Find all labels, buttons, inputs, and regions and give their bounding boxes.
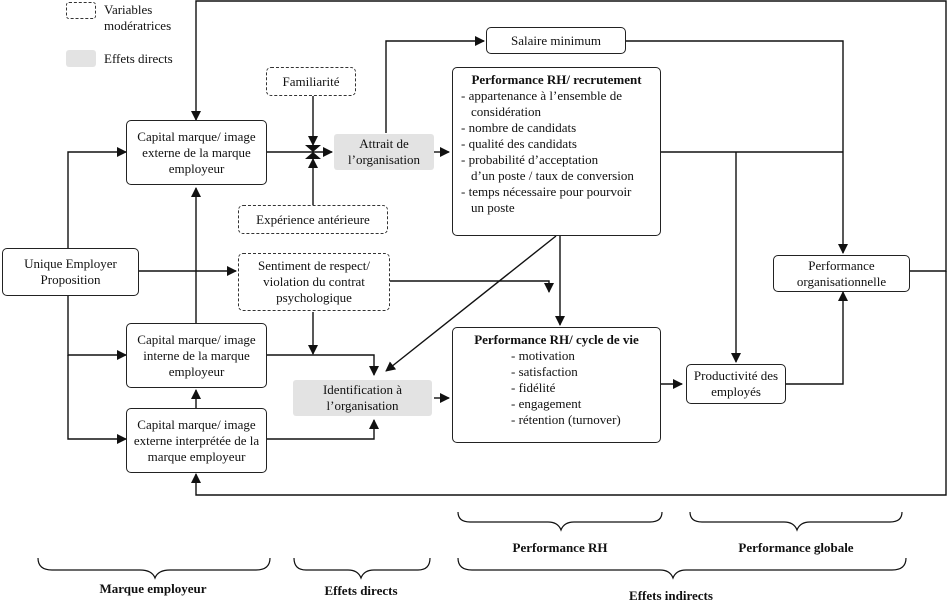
feedback-loop-bottom-arrow [191, 271, 947, 496]
cycle-item: - engagement [511, 396, 582, 411]
cycle-item: - fidélité [511, 380, 556, 395]
node-sentiment: Sentiment de respect/ violation du contr… [238, 253, 390, 311]
node-productivite: Productivité des employés [686, 364, 786, 404]
label-marque: Marque employeur [99, 581, 207, 596]
capinterp-to-identification [267, 419, 379, 440]
node-identification: Identification à l’organisation [293, 380, 432, 416]
node-salaire: Salaire minimum [486, 27, 626, 54]
productivite-to-perforg [786, 291, 848, 385]
label-effets-indirects: Effets indirects [629, 588, 713, 603]
feedback-loop-arrow [191, 0, 947, 272]
brace-effets-directs [293, 557, 431, 580]
brace-marque [37, 557, 271, 580]
label-perf-globale: Performance globale [738, 540, 854, 555]
legend-direct-swatch [66, 50, 96, 67]
legend-direct-label: Effets directs [104, 51, 173, 66]
uep-to-cap-int [67, 296, 127, 360]
capint-to-identification [267, 354, 379, 376]
cycle-item: - motivation [511, 348, 575, 363]
cycle-item: - rétention (turnover) [511, 412, 621, 427]
label-perf-rh: Performance RH [512, 540, 608, 555]
recrutement-item: - nombre de candidats [461, 120, 577, 135]
salaire-to-perforg [626, 40, 848, 254]
node-attrait: Attrait de l’organisation [334, 134, 434, 170]
attrait-to-salaire [385, 36, 485, 133]
legend-moderator-swatch [66, 2, 96, 19]
brace-perf-rh [457, 511, 663, 532]
cycle-item: - satisfaction [511, 364, 578, 379]
recrutement-title: Performance RH/ recrutement [471, 72, 642, 87]
node-experience: Expérience antérieure [238, 205, 388, 234]
node-perf-org: Performance organisationnelle [773, 255, 910, 292]
node-familiarite: Familiarité [266, 67, 356, 96]
label-effets-directs: Effets directs [324, 583, 398, 598]
uep-to-cap-interp [67, 355, 127, 444]
sentiment-to-cycle [390, 280, 554, 293]
node-cap-interp: Capital marque/ image externe interprété… [126, 408, 267, 473]
uep-to-cap-ext [67, 147, 127, 248]
recrutement-to-identification [385, 235, 557, 372]
node-recrutement: Performance RH/ recrutement - appartenan… [452, 67, 661, 236]
cycle-title: Performance RH/ cycle de vie [474, 332, 639, 347]
node-cycle: Performance RH/ cycle de vie - motivatio… [452, 327, 661, 443]
brace-perf-globale [689, 511, 903, 532]
legend-moderator-label: Variables modératrices [104, 2, 172, 33]
moderator-bowtie [305, 145, 321, 159]
node-cap-int: Capital marque/ image interne de la marq… [126, 323, 267, 388]
node-uep: Unique Employer Proposition [2, 248, 139, 296]
brace-effets-indirects [457, 557, 907, 580]
recrutement-item: - qualité des candidats [461, 136, 577, 151]
node-cap-ext: Capital marque/ image externe de la marq… [126, 120, 267, 185]
